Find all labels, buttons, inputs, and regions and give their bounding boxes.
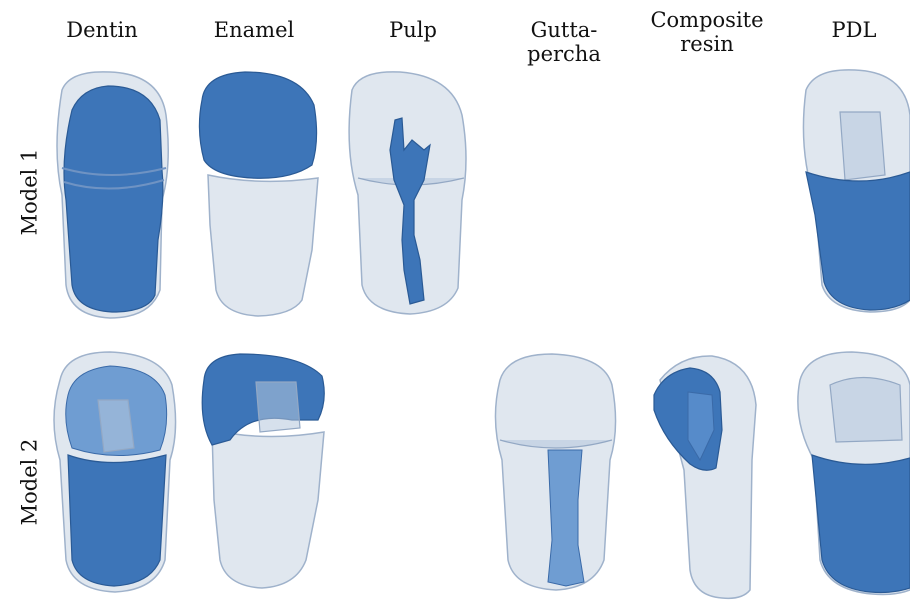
model1-pulp-tooth <box>349 72 466 314</box>
model1-dentin-tooth <box>57 72 168 318</box>
model2-enamel-tooth <box>202 354 324 588</box>
model1-pdl-tooth <box>803 70 910 312</box>
model2-dentin-tooth <box>54 352 176 592</box>
model1-enamel-tooth <box>199 72 318 316</box>
model2-pdl-tooth <box>798 352 910 595</box>
model2-gutta-percha-tooth <box>495 354 615 590</box>
model2-composite-resin-tooth <box>654 356 756 598</box>
